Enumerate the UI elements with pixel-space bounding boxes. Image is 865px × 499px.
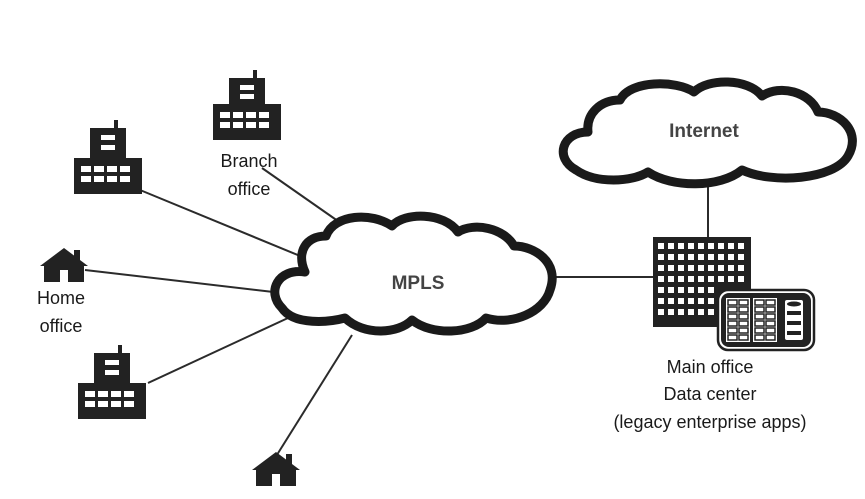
main-office-label-line1: Main office — [667, 357, 754, 377]
house-icon — [40, 248, 88, 282]
connections — [84, 167, 709, 459]
branch-office-label-line2: office — [228, 179, 271, 199]
link-branch-top-mpls — [261, 167, 346, 227]
link-home-left-mpls — [84, 269, 283, 294]
server-rack-icon — [726, 298, 750, 342]
link-building-bottom-mpls — [147, 317, 289, 384]
house-icon — [252, 452, 300, 486]
database-icon — [785, 300, 803, 340]
mpls-cloud: MPLS — [270, 211, 557, 336]
main-office-label-line2: Data center — [663, 384, 756, 404]
main-office-windows — [658, 243, 744, 315]
server-rack-icon — [753, 298, 777, 342]
link-home-bottom-mpls — [274, 334, 353, 459]
data-center-icon — [653, 237, 816, 352]
office-building-icon — [74, 120, 142, 194]
home-office-label-line2: office — [40, 316, 83, 336]
internet-label: Internet — [669, 121, 739, 142]
office-building-icon — [213, 70, 281, 140]
main-office-label-line3: (legacy enterprise apps) — [613, 412, 806, 432]
internet-cloud: Internet — [558, 77, 857, 189]
home-office-label-line1: Home — [37, 288, 85, 308]
link-building-left-mpls — [139, 189, 306, 259]
mpls-cloud-shape — [270, 211, 557, 336]
mpls-label: MPLS — [392, 273, 445, 294]
office-building-icon — [78, 345, 146, 419]
branch-office-label-line1: Branch — [220, 151, 277, 171]
internet-cloud-shape — [558, 77, 857, 189]
